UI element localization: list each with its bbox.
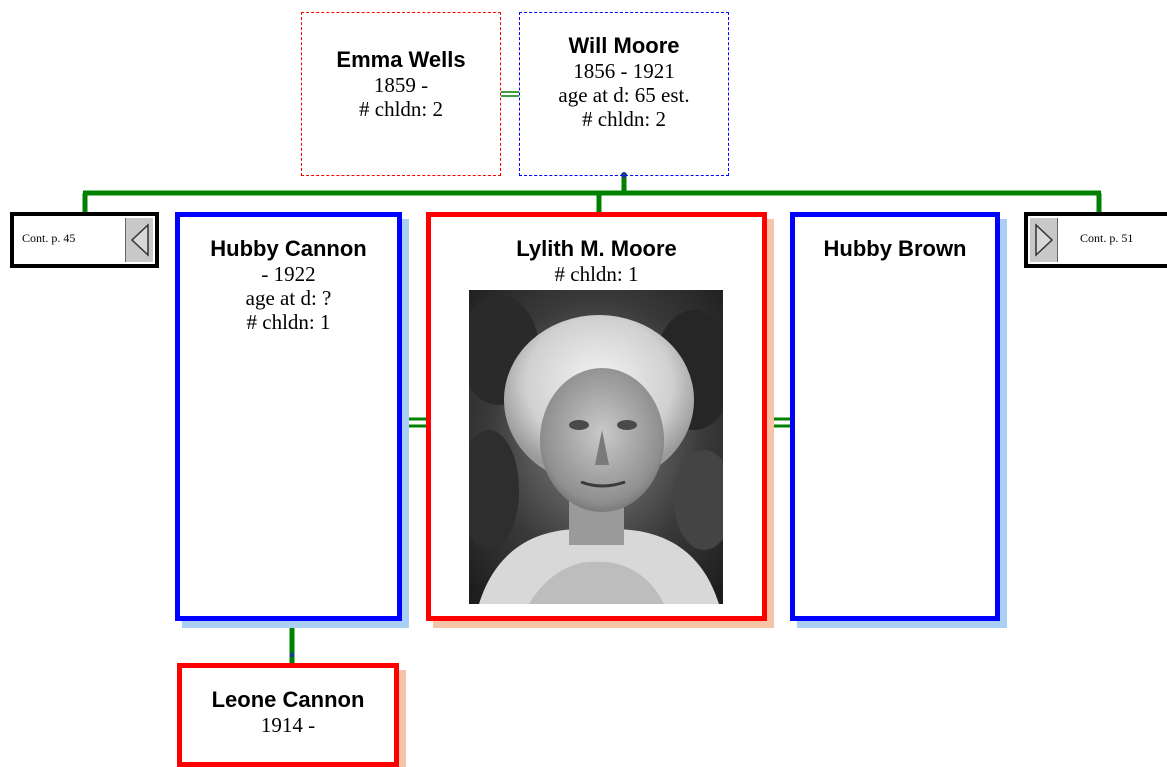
next-page-label: Cont. p. 51 [1080, 231, 1134, 245]
focus-children: # chldn: 1 [554, 262, 639, 286]
spouse-left-name: Hubby Cannon [210, 236, 367, 261]
focus-name: Lylith M. Moore [516, 236, 677, 261]
father-card[interactable]: Will Moore 1856 - 1921 age at d: 65 est.… [519, 12, 729, 176]
next-page-button[interactable]: Cont. p. 51 [1024, 212, 1167, 268]
spouse-left-dates: - 1922 [261, 262, 316, 286]
spouse-left-age-at-death: age at d: ? [245, 286, 332, 310]
spouse-right-name: Hubby Brown [823, 236, 967, 261]
triangle-right-icon [1030, 218, 1058, 262]
mother-card[interactable]: Emma Wells 1859 - # chldn: 2 [301, 12, 501, 176]
prev-page-button[interactable]: Cont. p. 45 [10, 212, 159, 268]
father-name: Will Moore [568, 33, 680, 58]
focus-card-lylith-moore[interactable]: Lylith M. Moore # chldn: 1 [426, 212, 767, 621]
father-children: # chldn: 2 [582, 107, 666, 131]
portrait-photo [469, 290, 723, 604]
child-name: Leone Cannon [211, 687, 365, 712]
father-age-at-death: age at d: 65 est. [558, 83, 690, 107]
mother-name: Emma Wells [336, 47, 466, 72]
spouse-card-hubby-cannon[interactable]: Hubby Cannon - 1922 age at d: ? # chldn:… [175, 212, 402, 621]
mother-children: # chldn: 2 [359, 97, 443, 121]
child-dates: 1914 - [260, 713, 316, 737]
spouse-left-children: # chldn: 1 [246, 310, 331, 334]
child-card-leone-cannon[interactable]: Leone Cannon 1914 - [177, 663, 399, 767]
father-dates: 1856 - 1921 [573, 59, 675, 83]
child-drop-dot [289, 652, 295, 658]
triangle-left-icon [125, 218, 153, 262]
spouse-card-hubby-brown[interactable]: Hubby Brown [790, 212, 1000, 621]
prev-page-label: Cont. p. 45 [22, 231, 76, 245]
mother-dates: 1859 - [373, 73, 429, 97]
